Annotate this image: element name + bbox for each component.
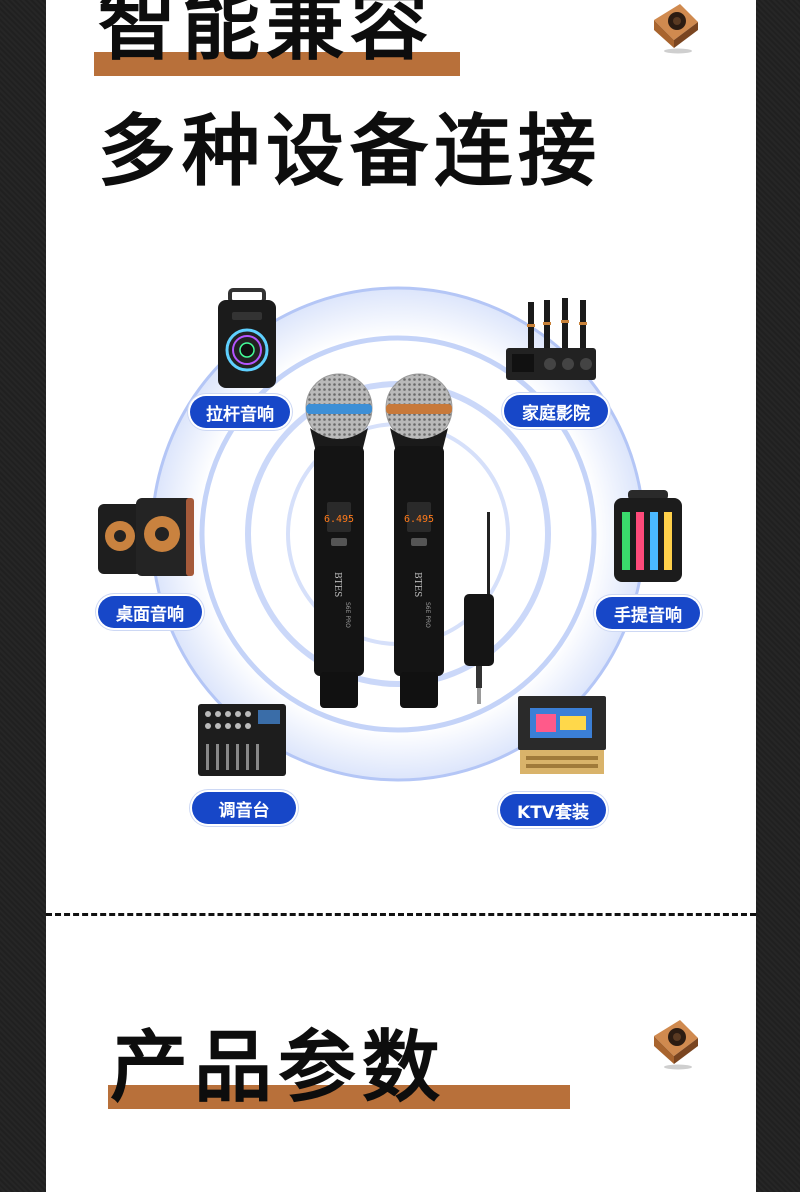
params-title: 产品参数 bbox=[110, 1023, 447, 1113]
title-underline-bar bbox=[94, 52, 460, 76]
device-label-portable-speaker: 手提音响 bbox=[596, 597, 700, 629]
portable-speaker-icon bbox=[614, 490, 682, 582]
device-label-desktop-speakers: 桌面音响 bbox=[98, 596, 202, 628]
device-label-mixing-console: 调音台 bbox=[192, 792, 296, 824]
microphone-left: 6.495 BTES S6E PRO bbox=[305, 373, 373, 708]
left-frame bbox=[0, 0, 46, 1192]
speaker-cube-icon bbox=[654, 4, 698, 54]
ktv-set-icon bbox=[518, 696, 606, 774]
right-frame bbox=[756, 0, 800, 1192]
mic-model-right: S6E PRO bbox=[424, 602, 431, 628]
mic-display-right: 6.495 bbox=[404, 514, 434, 525]
device-label-ktv-set: KTV套装 bbox=[500, 794, 606, 826]
title-line-2: 多种设备连接 bbox=[98, 107, 603, 197]
section-divider bbox=[46, 913, 756, 916]
device-label-trolley-speaker: 拉杆音响 bbox=[190, 396, 290, 428]
mic-brand-left: BTES bbox=[332, 572, 342, 597]
microphone-right: 6.495 BTES S6E PRO bbox=[385, 373, 453, 708]
speaker-cube-icon bbox=[654, 1020, 698, 1070]
mixing-console-icon bbox=[198, 704, 286, 776]
params-underline-bar bbox=[108, 1085, 570, 1109]
device-label-home-theater: 家庭影院 bbox=[504, 395, 608, 427]
mic-model-left: S6E PRO bbox=[344, 602, 351, 628]
trolley-speaker-icon bbox=[218, 288, 276, 388]
content-panel: 智能兼容 多种设备连接 bbox=[46, 0, 756, 1192]
mic-brand-right: BTES bbox=[412, 572, 422, 597]
mic-display-left: 6.495 bbox=[324, 514, 354, 525]
home-theater-icon bbox=[506, 298, 596, 380]
receiver-icon bbox=[464, 512, 494, 704]
desktop-speakers-icon bbox=[98, 498, 194, 576]
title-line-1: 智能兼容 bbox=[98, 0, 435, 71]
